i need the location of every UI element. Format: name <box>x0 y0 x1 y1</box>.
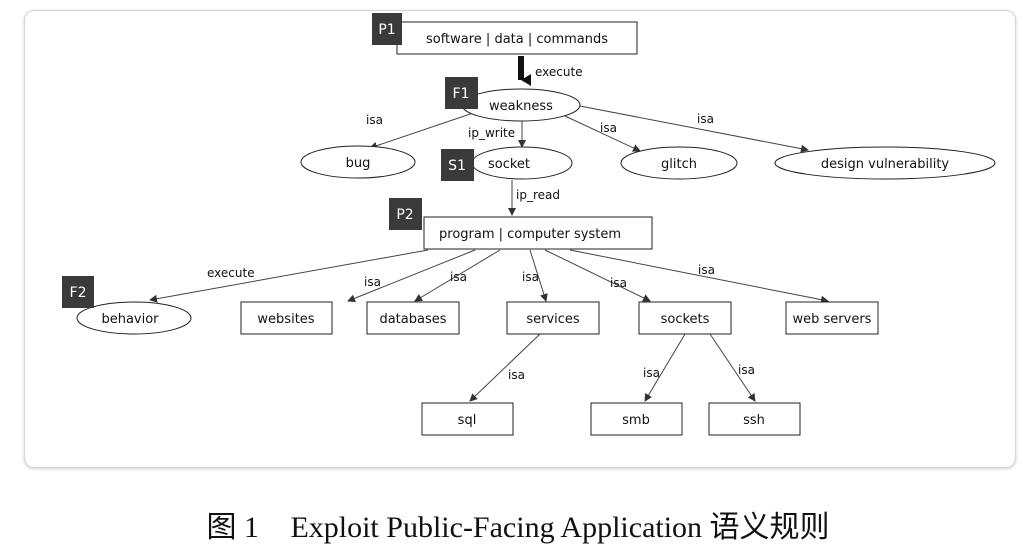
label-isa-design: isa <box>697 112 714 126</box>
edge-weakness-bug <box>369 109 483 150</box>
text-glitch: glitch <box>661 157 697 172</box>
tag-f2 <box>62 276 94 308</box>
label-isa-sql: isa <box>508 368 525 382</box>
node-websites <box>240 301 333 335</box>
label-isa-webservers: isa <box>698 263 715 277</box>
tag-s1-label: S1 <box>448 158 466 174</box>
label-execute-behavior: execute <box>207 266 255 280</box>
text-web-servers: web servers <box>793 312 872 327</box>
label-isa-services: isa <box>522 270 539 284</box>
text-socket: socket <box>488 157 530 172</box>
caption-text: Exploit Public-Facing Application 语义规则 <box>290 511 830 544</box>
text-services: services <box>526 312 580 327</box>
node-design-vulnerability <box>774 146 996 180</box>
text-weakness: weakness <box>489 99 553 114</box>
node-behavior <box>76 301 192 335</box>
tag-s1 <box>441 149 474 181</box>
node-glitch <box>620 146 738 180</box>
label-isa-bug: isa <box>366 113 383 127</box>
text-software-data-commands: software | data | commands <box>426 32 608 47</box>
text-program-computer-system: program | computer system <box>439 227 621 242</box>
edge-program-databases <box>414 249 501 302</box>
node-program-computer-system <box>423 216 653 250</box>
node-sql <box>421 402 514 436</box>
edge-program-websites <box>347 249 476 303</box>
label-isa-databases: isa <box>450 270 467 284</box>
tag-p1-label: P1 <box>378 22 395 38</box>
semantic-rule-diagram: execute isa ip_write isa isa ip_read exe… <box>62 13 996 436</box>
node-ssh <box>708 402 801 436</box>
text-sql: sql <box>458 413 477 428</box>
label-isa-websites: isa <box>364 275 381 289</box>
text-websites: websites <box>257 312 314 327</box>
node-sockets <box>638 301 732 335</box>
edge-sockets-ssh <box>709 333 756 402</box>
text-behavior: behavior <box>101 312 159 327</box>
caption-number: 图 1 <box>206 511 259 544</box>
text-design-vulnerability: design vulnerability <box>821 157 950 172</box>
node-smb <box>590 402 683 436</box>
text-sockets: sockets <box>661 312 710 327</box>
tag-p1 <box>372 13 402 45</box>
tag-p2 <box>389 198 422 230</box>
text-smb: smb <box>622 413 650 428</box>
edge-program-behavior <box>149 249 429 303</box>
figure-caption: 图 1 Exploit Public-Facing Application 语义… <box>0 502 1036 546</box>
edge-services-sql <box>469 333 541 402</box>
edge-weakness-design <box>579 105 809 153</box>
label-ip-write: ip_write <box>468 126 515 140</box>
label-execute-top: execute <box>535 65 583 79</box>
tag-f1 <box>445 77 478 109</box>
edge-program-services <box>529 249 548 302</box>
label-isa-ssh: isa <box>738 363 755 377</box>
label-isa-smb: isa <box>643 366 660 380</box>
edge-program-sockets <box>544 249 651 302</box>
label-ip-read: ip_read <box>516 188 560 202</box>
tag-f1-label: F1 <box>453 86 470 102</box>
node-web-servers <box>785 301 879 335</box>
tag-p2-label: P2 <box>396 207 413 223</box>
label-isa-sockets: isa <box>610 276 627 290</box>
edge-sockets-smb <box>644 333 686 402</box>
node-software-data-commands <box>396 21 638 55</box>
text-ssh: ssh <box>743 413 765 428</box>
node-bug <box>300 145 416 179</box>
label-isa-glitch: isa <box>600 121 617 135</box>
text-bug: bug <box>346 156 371 171</box>
edge-weakness-glitch <box>564 115 641 152</box>
node-services <box>506 301 600 335</box>
node-databases <box>366 301 460 335</box>
tag-f2-label: F2 <box>70 285 87 301</box>
edge-program-webservers <box>569 249 829 304</box>
text-databases: databases <box>379 312 446 327</box>
